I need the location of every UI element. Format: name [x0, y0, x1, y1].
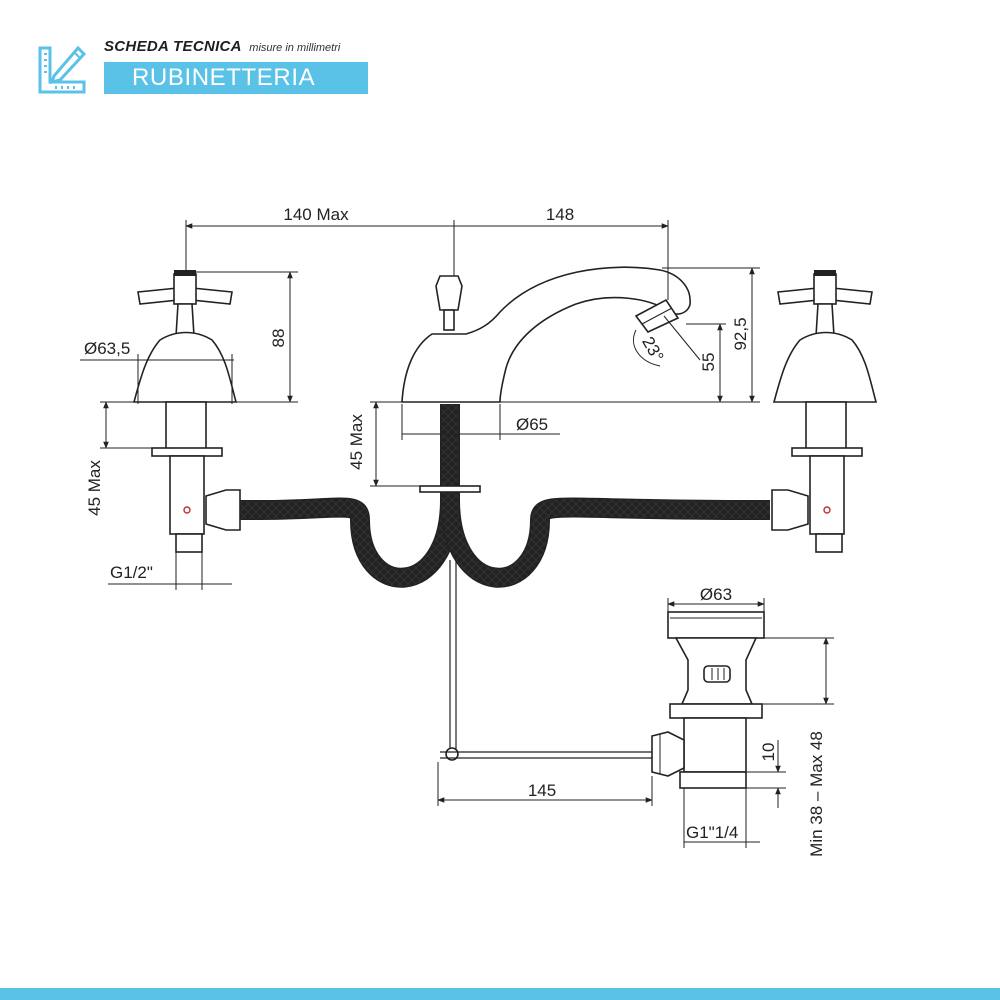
dim-spout-reach: 140 Max: [283, 205, 349, 224]
dim-spout-outlet-height: 55: [699, 353, 718, 372]
dim-drain-offset: 10: [759, 743, 778, 762]
dimension-lines: [80, 220, 834, 848]
dim-drain-range: Min 38 – Max 48: [807, 731, 826, 857]
drain-rod: [440, 560, 652, 761]
dim-spout-angle: 23°: [638, 333, 667, 365]
ruler-pencil-icon: [38, 45, 87, 94]
sheet-title: SCHEDA TECNICA: [104, 38, 242, 55]
dim-drain-rod: 145: [528, 781, 556, 800]
title-line: SCHEDA TECNICA misure in millimetri: [104, 38, 340, 56]
braided-hose: [240, 404, 770, 588]
dim-handle-spacing: 148: [546, 205, 574, 224]
category-banner: RUBINETTERIA: [104, 62, 368, 94]
header: SCHEDA TECNICA misure in millimetri RUBI…: [36, 38, 376, 98]
dim-drain-thread: G1"1/4: [686, 823, 738, 842]
dim-handle-shank: 45 Max: [85, 460, 104, 516]
dimension-labels: 140 Max 148 88 Ø63,5 45 Max G1/2" 45 Max…: [84, 205, 826, 857]
left-handle-valve: [132, 270, 241, 553]
pop-up-drain: [651, 611, 765, 789]
dim-spout-height: 92,5: [731, 317, 750, 350]
right-handle-valve: [771, 270, 878, 553]
dim-inlet-thread: G1/2": [110, 563, 153, 582]
dim-spout-base: Ø65: [516, 415, 548, 434]
spout: [401, 266, 691, 493]
dim-handle-height: 88: [269, 329, 288, 348]
dim-handle-diameter: Ø63,5: [84, 339, 130, 358]
sheet-subtitle: misure in millimetri: [249, 42, 341, 54]
bottom-accent-bar: [0, 988, 1000, 1000]
dim-center-shank: 45 Max: [347, 414, 366, 470]
dim-drain-diameter: Ø63: [700, 585, 732, 604]
